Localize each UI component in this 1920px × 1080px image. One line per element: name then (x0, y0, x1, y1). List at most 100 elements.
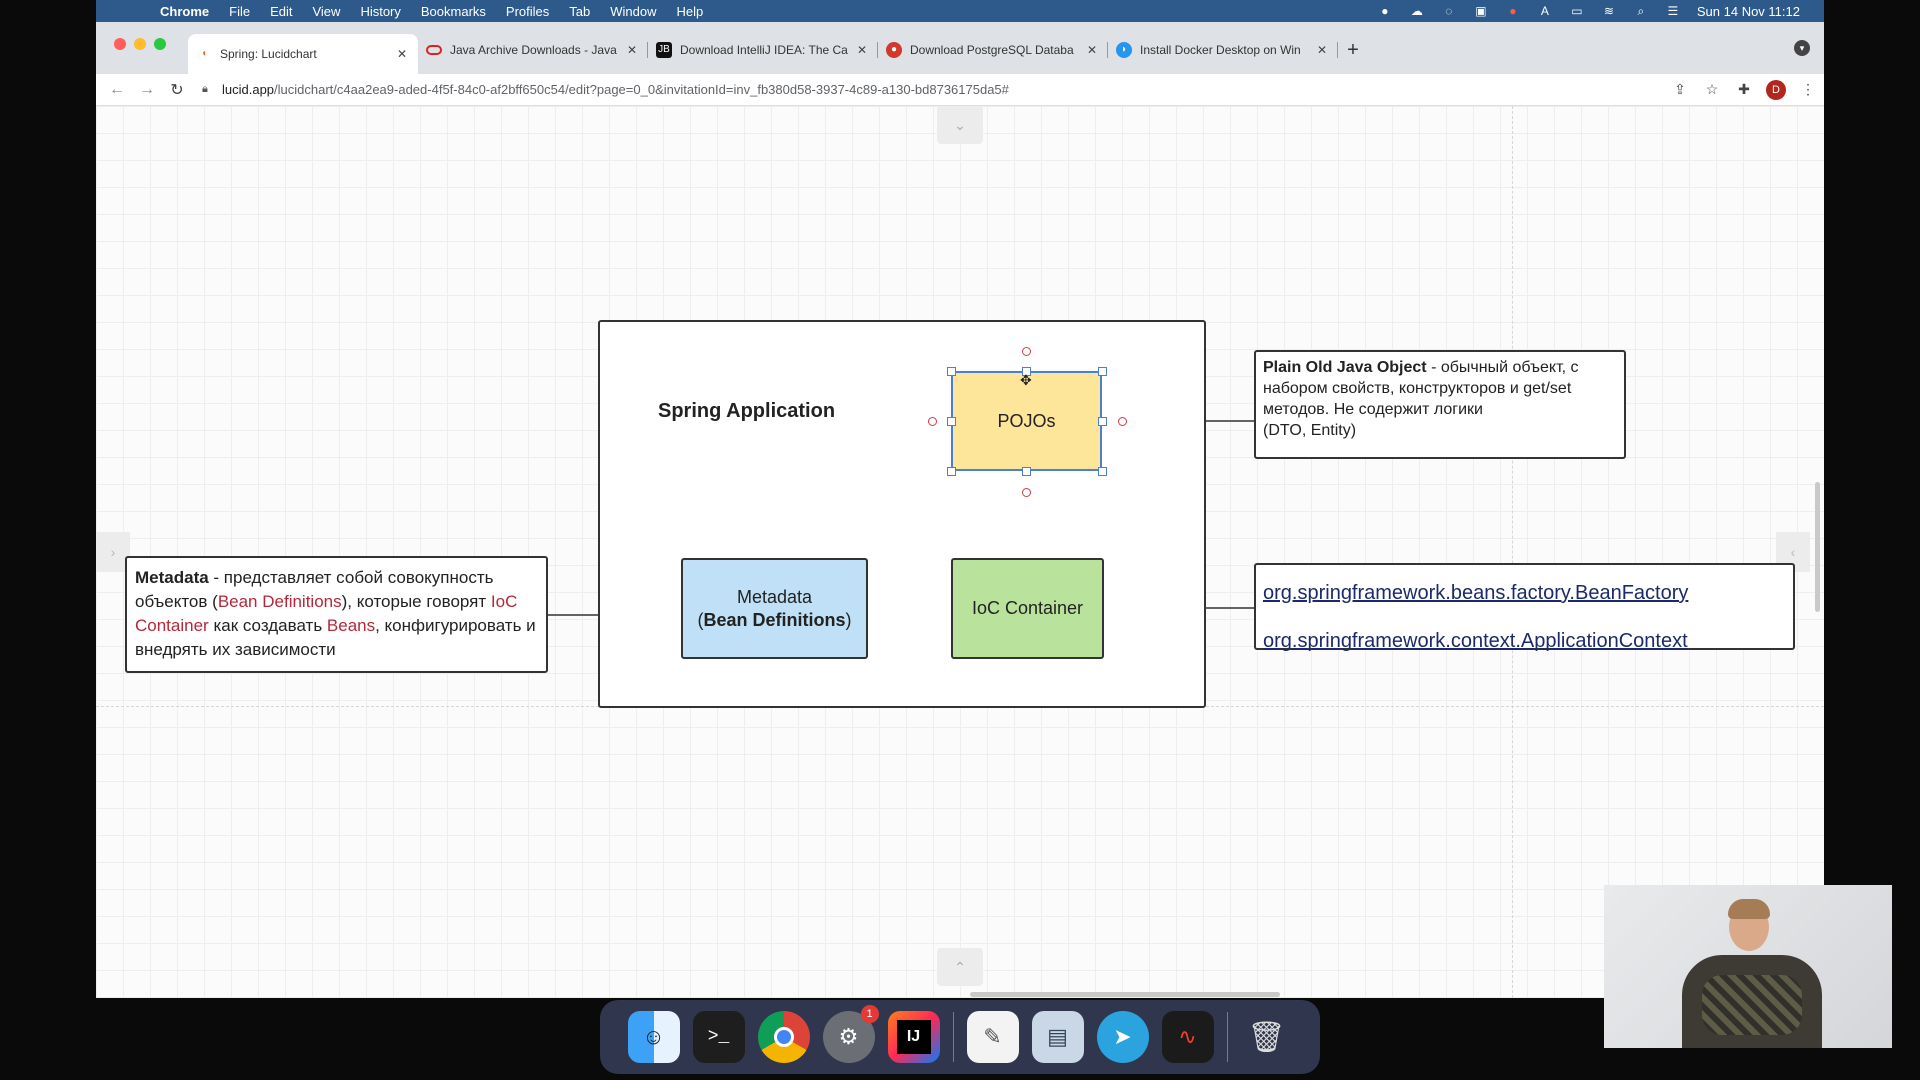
window-controls (114, 38, 166, 50)
scroll-up-tab[interactable]: ⌄ (937, 106, 983, 144)
connection-point[interactable] (928, 417, 937, 426)
close-tab-icon[interactable]: ✕ (1316, 43, 1328, 57)
finder-icon[interactable]: ☺ (627, 1011, 680, 1063)
close-tab-icon[interactable]: ✕ (1086, 43, 1098, 57)
webcam-overlay (1604, 885, 1892, 1048)
menu-window[interactable]: Window (610, 3, 657, 19)
tab-java-archive[interactable]: Java Archive Downloads - Java ✕ (418, 34, 648, 66)
menubar-clock[interactable]: Sun 14 Nov 11:12 (1696, 3, 1800, 19)
record-icon[interactable]: ● (1381, 4, 1389, 18)
resize-handle[interactable] (1098, 417, 1107, 426)
menu-file[interactable]: File (229, 3, 251, 19)
metadata-label: Metadata (736, 586, 813, 607)
trash-icon[interactable]: 🗑︎ (1247, 1020, 1286, 1054)
tab-docker[interactable]: ◗ Install Docker Desktop on Win ✕ (1108, 34, 1338, 66)
tab-postgresql[interactable]: ● Download PostgreSQL Databa ✕ (878, 34, 1108, 66)
lucidchart-icon: ◖ (200, 48, 208, 59)
spotlight-icon[interactable]: ⌕ (1637, 4, 1645, 18)
tab-lucidchart[interactable]: ◖ Spring: Lucidchart ✕ (188, 34, 418, 74)
new-tab-button[interactable]: + (1347, 38, 1359, 61)
preview-icon[interactable]: ▤ (1031, 1011, 1084, 1063)
control-center-icon[interactable]: ☰ (1667, 4, 1679, 18)
close-window-button[interactable] (114, 38, 126, 50)
search-status-icon[interactable]: ◌ (1445, 4, 1453, 18)
profile-avatar[interactable]: D (1766, 79, 1786, 100)
beanfactory-link[interactable]: org.springframework.beans.factory.BeanFa… (1263, 582, 1689, 604)
close-tab-icon[interactable]: ✕ (396, 47, 408, 61)
connection-point[interactable] (1022, 347, 1031, 356)
ioc-container-box[interactable]: IoC Container (951, 558, 1104, 659)
container-title[interactable]: Spring Application (658, 400, 836, 422)
jetbrains-icon: JB (656, 42, 672, 58)
container-interfaces-note[interactable]: org.springframework.beans.factory.BeanFa… (1254, 563, 1795, 652)
pojo-note-text: - обычный объект, с набором свойств, кон… (1263, 359, 1579, 418)
move-cursor-icon: ✥ (1020, 372, 1032, 388)
menu-app-name[interactable]: Chrome (160, 3, 210, 19)
voice-memos-icon[interactable]: ∿ (1161, 1011, 1214, 1063)
tab-intellij[interactable]: JB Download IntelliJ IDEA: The Ca ✕ (648, 34, 878, 66)
input-source-icon[interactable]: A (1540, 4, 1549, 18)
telegram-icon[interactable]: ➤ (1096, 1011, 1149, 1063)
menu-view[interactable]: View (312, 3, 341, 19)
intellij-icon[interactable]: IJ (887, 1011, 940, 1063)
browser-toolbar: ← → ↻ 🔒︎ lucid.app/lucidchart/c4aa2ea9-a… (96, 74, 1824, 106)
extensions-icon[interactable]: ✚ (1738, 81, 1750, 97)
metadata-description-note[interactable]: Metadata - представляет собой совокупнос… (125, 556, 548, 673)
menu-help[interactable]: Help (676, 3, 704, 19)
menu-edit[interactable]: Edit (270, 3, 293, 19)
pojo-description-note[interactable]: Plain Old Java Object - обычный объект, … (1254, 350, 1626, 459)
note-text: , конфигурировать и внедрять их зависимо… (135, 616, 536, 659)
resize-handle[interactable] (1098, 467, 1107, 476)
note-text: - представляет собой совокупность объект… (135, 568, 494, 611)
menu-profiles[interactable]: Profiles (505, 3, 550, 19)
connection-point[interactable] (1118, 417, 1127, 426)
wifi-icon[interactable]: ≋ (1603, 4, 1614, 18)
bookmark-star-icon[interactable]: ☆ (1705, 81, 1719, 97)
connection-point[interactable] (1022, 488, 1031, 497)
system-preferences-icon[interactable]: ⚙1 (822, 1005, 879, 1063)
presenter-hair (1728, 899, 1770, 919)
horizontal-scrollbar[interactable] (970, 992, 1280, 997)
tab-title: Spring: Lucidchart (220, 47, 317, 61)
metadata-box[interactable]: Metadata (Bean Definitions) (681, 558, 868, 659)
menu-bookmarks[interactable]: Bookmarks (420, 3, 486, 19)
presenter-body (1682, 955, 1822, 1048)
resize-handle[interactable] (1022, 367, 1031, 376)
resize-handle[interactable] (1022, 467, 1031, 476)
applicationcontext-link[interactable]: org.springframework.context.ApplicationC… (1263, 630, 1688, 652)
vertical-scrollbar[interactable] (1815, 482, 1820, 612)
tab-title: Java Archive Downloads - Java (450, 43, 617, 57)
share-icon[interactable]: ⇪ (1674, 81, 1686, 97)
screen-icon[interactable]: ▣ (1475, 4, 1487, 18)
address-bar[interactable]: 🔒︎ lucid.app/lucidchart/c4aa2ea9-aded-4f… (202, 76, 1654, 104)
back-icon[interactable]: ← (109, 80, 125, 98)
chrome-icon[interactable] (757, 1011, 810, 1063)
tab-separator (1337, 42, 1338, 58)
zoom-window-button[interactable] (154, 38, 166, 50)
resize-handle[interactable] (947, 367, 956, 376)
tab-search-icon[interactable]: ▾ (1794, 40, 1810, 56)
bean-definitions-term: Bean Definitions (217, 592, 342, 611)
resize-handle[interactable] (947, 467, 956, 476)
textedit-icon[interactable]: ✎ (966, 1011, 1019, 1063)
forward-icon[interactable]: → (139, 80, 155, 98)
scroll-down-tab[interactable]: ⌃ (937, 948, 983, 986)
close-tab-icon[interactable]: ✕ (856, 43, 868, 57)
close-tab-icon[interactable]: ✕ (626, 43, 638, 57)
beans-term: Beans (326, 616, 376, 635)
diagram-canvas[interactable]: ⌄ ⌃ › ‹ Spring Application (96, 106, 1824, 998)
terminal-icon[interactable]: >_ (692, 1011, 745, 1063)
minimize-window-button[interactable] (134, 38, 146, 50)
more-menu-icon[interactable]: ⋮ (1801, 81, 1815, 97)
left-panel-toggle[interactable]: › (96, 532, 130, 572)
menu-tab[interactable]: Tab (569, 3, 591, 19)
reload-icon[interactable]: ↻ (170, 81, 184, 99)
menu-history[interactable]: History (360, 3, 401, 19)
resize-handle[interactable] (947, 417, 956, 426)
tab-strip: ◖ Spring: Lucidchart ✕ Java Archive Down… (96, 22, 1824, 74)
cloud-icon[interactable]: ☁ (1410, 4, 1423, 18)
notification-icon[interactable]: ● (1509, 4, 1517, 18)
battery-icon[interactable]: ▭ (1571, 4, 1583, 18)
resize-handle[interactable] (1098, 367, 1107, 376)
lock-icon[interactable]: 🔒︎ (202, 83, 208, 95)
